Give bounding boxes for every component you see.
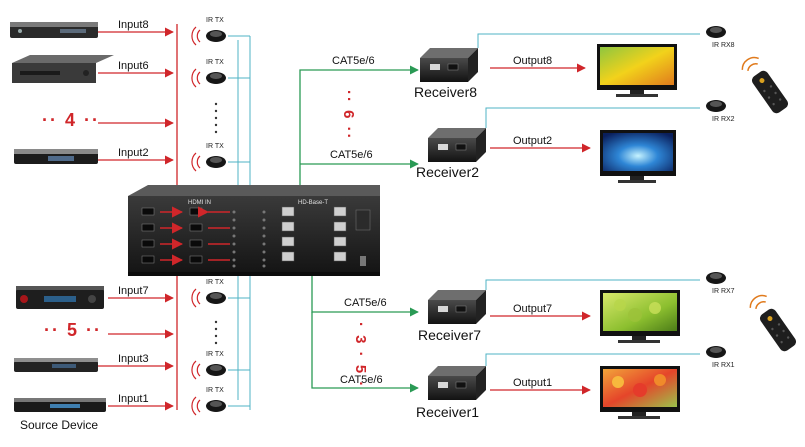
- tv-output7: [600, 290, 680, 343]
- remote-control-bottom: [749, 294, 797, 352]
- input-group-top-count: ·· 4 ··: [42, 110, 101, 130]
- hdbaset-label: HD-Base-T: [298, 200, 328, 206]
- receiver7-box: [428, 290, 486, 324]
- cat5-line-receiver8: [299, 65, 419, 185]
- cable-label-receiver2: CAT5e/6: [330, 149, 373, 161]
- ir-rx-receivers: [706, 26, 726, 358]
- ir-rx1-label: IR RX1: [712, 362, 735, 369]
- cable-label-receiver1: CAT5e/6: [340, 374, 383, 386]
- output-group-bottom-count: · 3 · 5 ·: [352, 322, 369, 389]
- input2-label: Input2: [118, 147, 149, 159]
- ir-tx-label-5: IR TX: [206, 351, 224, 358]
- output2-label: Output2: [513, 135, 553, 147]
- source-device-input6: [12, 55, 114, 83]
- ir-tx-label-6: IR TX: [206, 387, 224, 394]
- receiver2-box: [428, 128, 486, 162]
- cable-label-receiver8: CAT5e/6: [332, 55, 375, 67]
- ir-tx-label-2: IR TX: [206, 59, 224, 66]
- input8-label: Input8: [118, 19, 149, 31]
- tv-output8: [597, 44, 677, 97]
- ir-tx-label-3: IR TX: [206, 143, 224, 150]
- output1-label: Output1: [513, 377, 553, 389]
- remote-control-top: [741, 56, 789, 114]
- source-device-input3: [14, 358, 98, 372]
- output7-label: Output7: [513, 303, 553, 315]
- source-device-input1: [14, 398, 106, 412]
- source-device-input7: [16, 286, 104, 309]
- input7-label: Input7: [118, 285, 149, 297]
- cable-label-receiver7: CAT5e/6: [344, 297, 387, 309]
- receiver8-label: Receiver8: [414, 84, 478, 100]
- output8-label: Output8: [513, 55, 553, 67]
- input6-label: Input6: [118, 60, 149, 72]
- input-group-bottom-count: ·· 5 ··: [44, 320, 103, 340]
- tv-output1: [600, 366, 680, 419]
- ir-rx7-label: IR RX7: [712, 288, 735, 295]
- ir-rx2-label: IR RX2: [712, 116, 735, 123]
- ir-tx-label-1: IR TX: [206, 17, 224, 24]
- input1-label: Input1: [118, 393, 149, 405]
- receiver2-label: Receiver2: [416, 164, 480, 180]
- ir-tx-label-4: IR TX: [206, 279, 224, 286]
- output-group-top-count: ·· 6 ··: [340, 90, 357, 141]
- input3-label: Input3: [118, 353, 149, 365]
- receiver8-box: [420, 48, 478, 82]
- receiver7-label: Receiver7: [418, 327, 482, 343]
- ir-rx8-label: IR RX8: [712, 42, 735, 49]
- hdmi-in-label: HDMI IN: [188, 200, 211, 206]
- matrix-switcher: [128, 185, 380, 276]
- cat5-line-receiver1: [311, 312, 419, 393]
- source-device-input2: [14, 149, 98, 164]
- source-device-label: Source Device: [20, 418, 99, 432]
- source-device-input8: [10, 22, 98, 38]
- ir-tx-emitters: [191, 26, 226, 416]
- receiver1-box: [428, 366, 486, 400]
- tv-output2: [600, 130, 676, 183]
- receiver1-label: Receiver1: [416, 404, 480, 420]
